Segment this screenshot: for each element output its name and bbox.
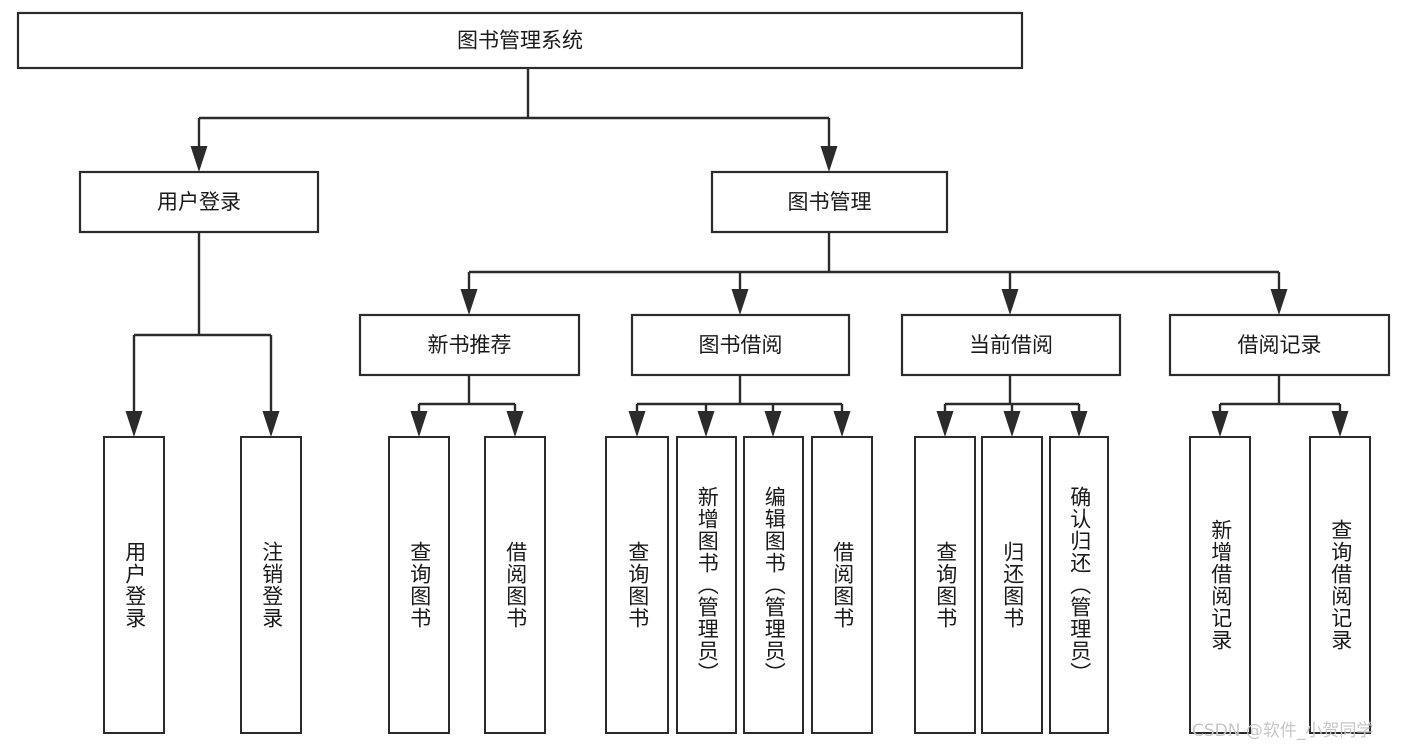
node-box-book-borrow[interactable] <box>630 313 851 377</box>
node-label-leaf-user-login: 用户登录 <box>122 541 147 629</box>
node-box-leaf-borrow-book-1[interactable] <box>484 436 546 734</box>
node-label-leaf-query-book-3: 查询图书 <box>933 541 958 629</box>
node-box-borrow-record[interactable] <box>1168 313 1391 377</box>
node-label-leaf-add-record: 新增借阅记录 <box>1208 519 1233 651</box>
node-label-leaf-borrow-book-2: 借阅图书 <box>830 541 855 629</box>
node-box-user-login[interactable] <box>78 170 320 234</box>
connector-book-borrow-to-leaves <box>628 375 851 437</box>
node-box-leaf-borrow-book-2[interactable] <box>811 436 873 734</box>
node-box-current-borrow[interactable] <box>900 313 1122 377</box>
node-box-leaf-user-login[interactable] <box>103 436 165 734</box>
node-box-leaf-query-record[interactable] <box>1309 436 1371 734</box>
node-label-borrow-record: 借阅记录 <box>1238 333 1322 357</box>
node-label-leaf-edit-book: 编辑图书（管理员） <box>762 486 787 684</box>
node-label-book-borrow: 图书借阅 <box>699 333 783 357</box>
node-box-leaf-query-book-3[interactable] <box>914 436 976 734</box>
node-box-leaf-query-book-2[interactable] <box>605 436 669 734</box>
node-label-user-login: 用户登录 <box>157 190 241 214</box>
connector-user-login-to-leaves <box>125 232 280 437</box>
node-box-leaf-add-book[interactable] <box>676 436 737 734</box>
node-box-leaf-query-book-1[interactable] <box>388 436 450 734</box>
node-label-leaf-borrow-book-1: 借阅图书 <box>503 541 528 629</box>
connector-book-manage-to-level3 <box>460 232 1288 315</box>
connector-borrow-record-to-leaves <box>1211 375 1349 437</box>
connector-root-to-level2 <box>190 68 838 172</box>
connector-new-book-rec-to-leaves <box>410 375 524 437</box>
node-box-new-book-rec[interactable] <box>358 313 581 377</box>
node-label-new-book-rec: 新书推荐 <box>428 333 512 357</box>
node-box-leaf-return-book[interactable] <box>981 436 1043 734</box>
node-label-leaf-query-book-1: 查询图书 <box>407 541 432 629</box>
node-label-leaf-confirm-return: 确认归还（管理员） <box>1067 486 1092 684</box>
node-box-leaf-add-record[interactable] <box>1189 436 1251 734</box>
node-box-root[interactable] <box>16 11 1024 70</box>
node-label-leaf-query-book-2: 查询图书 <box>625 541 650 629</box>
node-label-leaf-query-record: 查询借阅记录 <box>1328 519 1353 651</box>
node-box-leaf-confirm-return[interactable] <box>1049 436 1109 734</box>
connector-current-borrow-to-leaves <box>936 375 1088 437</box>
node-box-leaf-user-logout[interactable] <box>240 436 302 734</box>
node-label-leaf-add-book: 新增图书（管理员） <box>695 486 720 684</box>
node-box-book-manage[interactable] <box>710 170 949 234</box>
node-box-leaf-edit-book[interactable] <box>743 436 804 734</box>
csdn-watermark: CSDN @软件_小贺同学 <box>1192 721 1374 741</box>
node-label-leaf-return-book: 归还图书 <box>1000 541 1025 629</box>
node-label-current-borrow: 当前借阅 <box>969 333 1053 357</box>
node-label-book-manage: 图书管理 <box>788 190 872 214</box>
node-label-leaf-user-logout: 注销登录 <box>259 541 284 629</box>
node-label-root: 图书管理系统 <box>457 29 583 53</box>
